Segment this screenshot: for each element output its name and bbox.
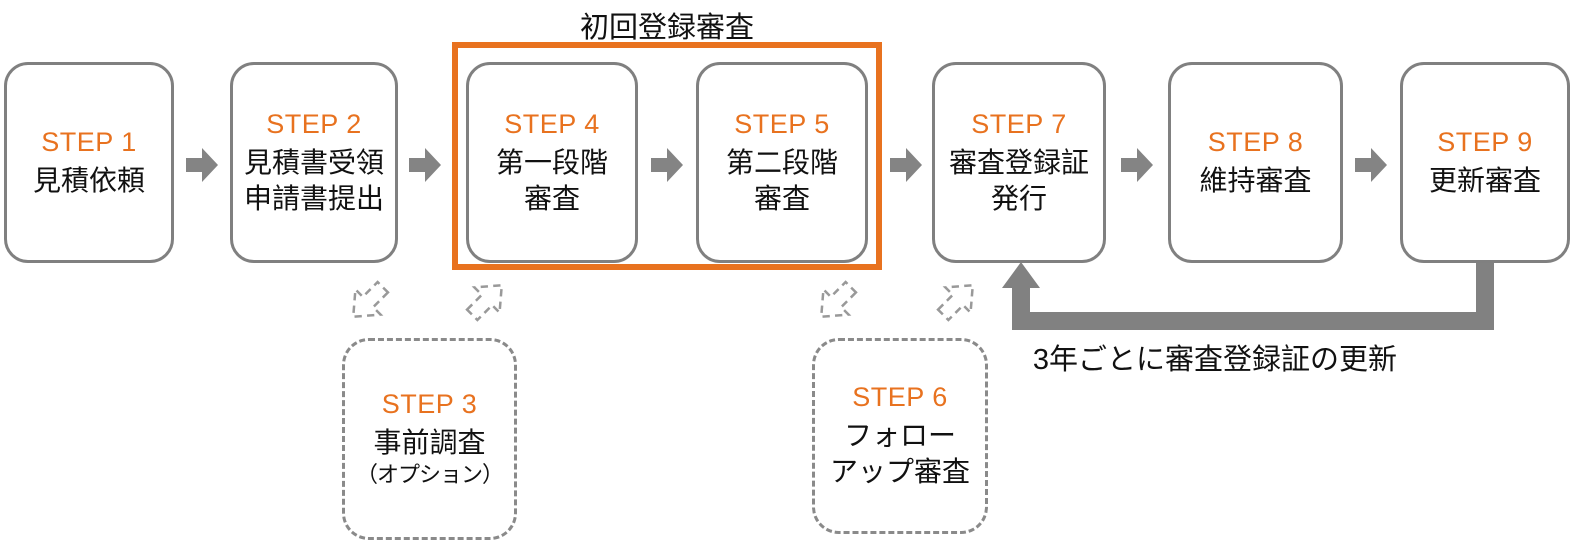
dashed-arrow-icon-step6-to-step7 <box>927 269 989 331</box>
step8-text: 維持審査 <box>1199 164 1312 196</box>
step6-label: STEP 6 <box>852 382 948 413</box>
step4-text-line2: 審査 <box>523 182 580 214</box>
step4-text-line1: 第一段階 <box>495 146 608 178</box>
step9-label: STEP 9 <box>1437 126 1533 157</box>
step3-box: STEP 3 事前調査 （オプション） <box>342 338 517 540</box>
step6-text-line2: アップ審査 <box>829 456 970 487</box>
step5-text-line2: 審査 <box>753 182 810 214</box>
step3-text-line2: （オプション） <box>355 461 504 487</box>
step7-box: STEP 7 審査登録証 発行 <box>932 62 1106 263</box>
step9-text: 更新審査 <box>1428 164 1541 196</box>
renewal-arrowhead-icon <box>1002 262 1040 288</box>
step8-box: STEP 8 維持審査 <box>1168 62 1343 263</box>
step5-text-line1: 第二段階 <box>725 146 838 178</box>
step2-text-line2: 申請書提出 <box>243 182 384 214</box>
flow-arrow-icon-7-8 <box>1121 146 1153 184</box>
step1-box: STEP 1 見積依頼 <box>4 62 174 263</box>
step2-box: STEP 2 見積書受領 申請書提出 <box>230 62 398 263</box>
renewal-arrow-left-segment <box>1012 284 1030 318</box>
renewal-note: 3年ごとに審査登録証の更新 <box>1032 344 1398 376</box>
step5-box: STEP 5 第二段階 審査 <box>696 62 868 263</box>
flow-arrow-icon-4-5 <box>651 146 683 184</box>
step6-text-line1: フォロー <box>843 420 956 452</box>
step9-box: STEP 9 更新審査 <box>1400 62 1570 263</box>
dashed-arrow-icon-step5-to-step6 <box>805 271 867 333</box>
step1-text: 見積依頼 <box>32 164 145 196</box>
dashed-arrow-icon-step3-to-step4 <box>456 269 518 331</box>
flow-arrow-icon-2-4 <box>409 146 441 184</box>
initial-registration-audit-frame <box>452 42 882 270</box>
step4-label: STEP 4 <box>504 108 600 139</box>
step3-text-line1: 事前調査 <box>373 427 486 458</box>
step3-label: STEP 3 <box>381 389 478 419</box>
initial-registration-audit-title: 初回登録審査 <box>579 12 754 44</box>
dashed-arrow-icon-step2-to-step3 <box>337 271 399 333</box>
step1-label: STEP 1 <box>41 126 137 157</box>
step6-box: STEP 6 フォロー アップ審査 <box>812 338 988 534</box>
step7-text-line2: 発行 <box>990 182 1047 214</box>
step8-label: STEP 8 <box>1207 126 1304 157</box>
step2-text-line1: 見積書受領 <box>243 146 384 178</box>
step4-box: STEP 4 第一段階 審査 <box>466 62 638 263</box>
flow-arrow-icon-5-7 <box>890 146 922 184</box>
step5-label: STEP 5 <box>734 108 830 139</box>
step2-label: STEP 2 <box>266 108 362 139</box>
step7-text-line1: 審査登録証 <box>948 146 1089 178</box>
flow-arrow-icon-1-2 <box>186 146 218 184</box>
step7-label: STEP 7 <box>971 108 1067 139</box>
flow-arrow-icon-8-9 <box>1355 146 1387 184</box>
renewal-arrow-horizontal-segment <box>1012 312 1494 330</box>
